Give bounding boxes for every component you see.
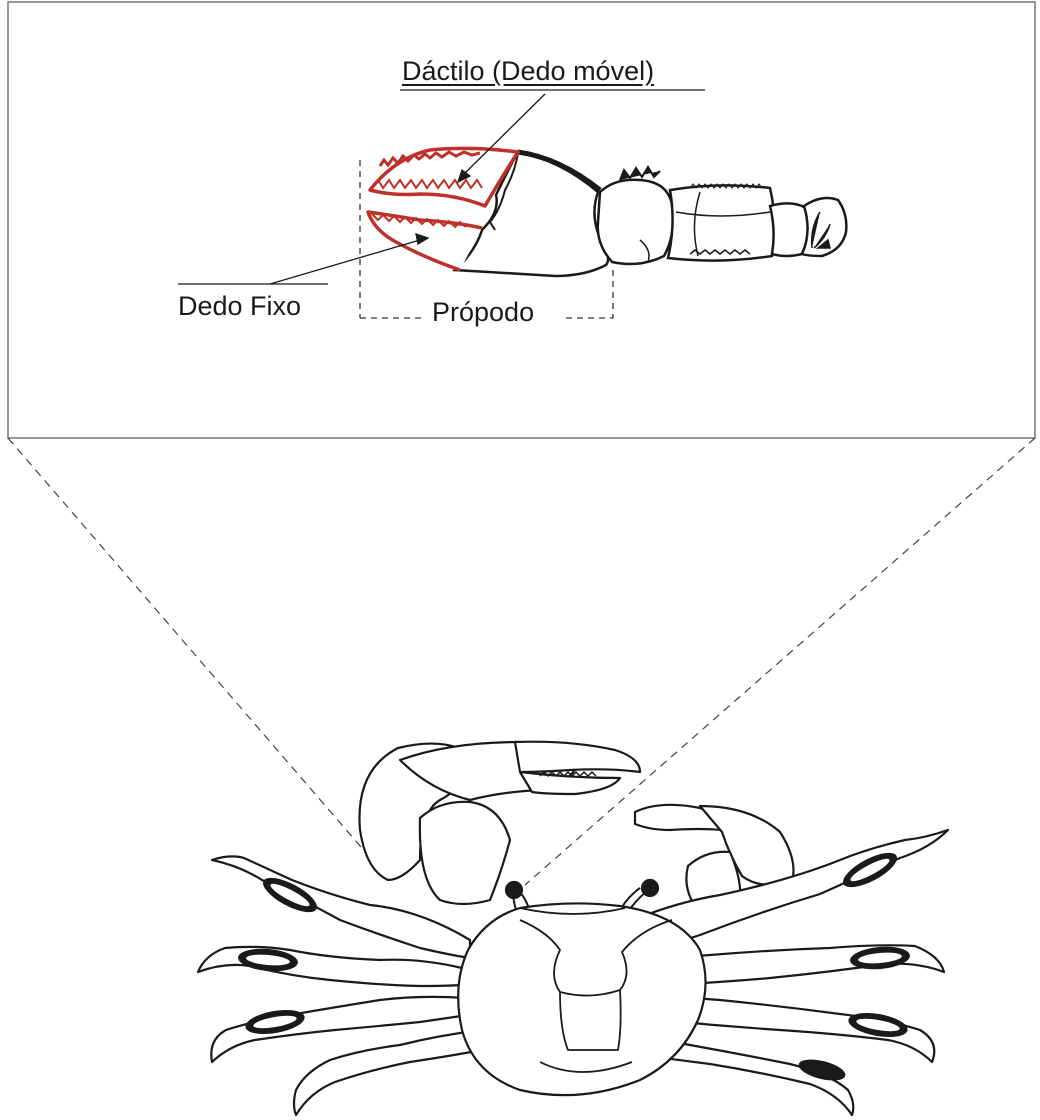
left-cheliped-carpus [420,802,510,904]
left-cheliped-dactylus [515,742,640,772]
right-eye [642,880,658,896]
carpus [598,180,673,264]
label-propodus: Própodo [432,299,534,326]
carapace [458,903,705,1095]
left-leg-4 [294,1030,482,1115]
label-dactylus: Dáctilo (Dedo móvel) [402,58,654,85]
label-fixed-finger: Dedo Fixo [178,293,301,320]
merus [668,185,775,260]
left-leg-2 [198,947,462,986]
ischium [770,203,808,256]
crab-body [198,742,948,1115]
left-eye [506,882,522,898]
zoom-guide-lines [8,438,1035,885]
